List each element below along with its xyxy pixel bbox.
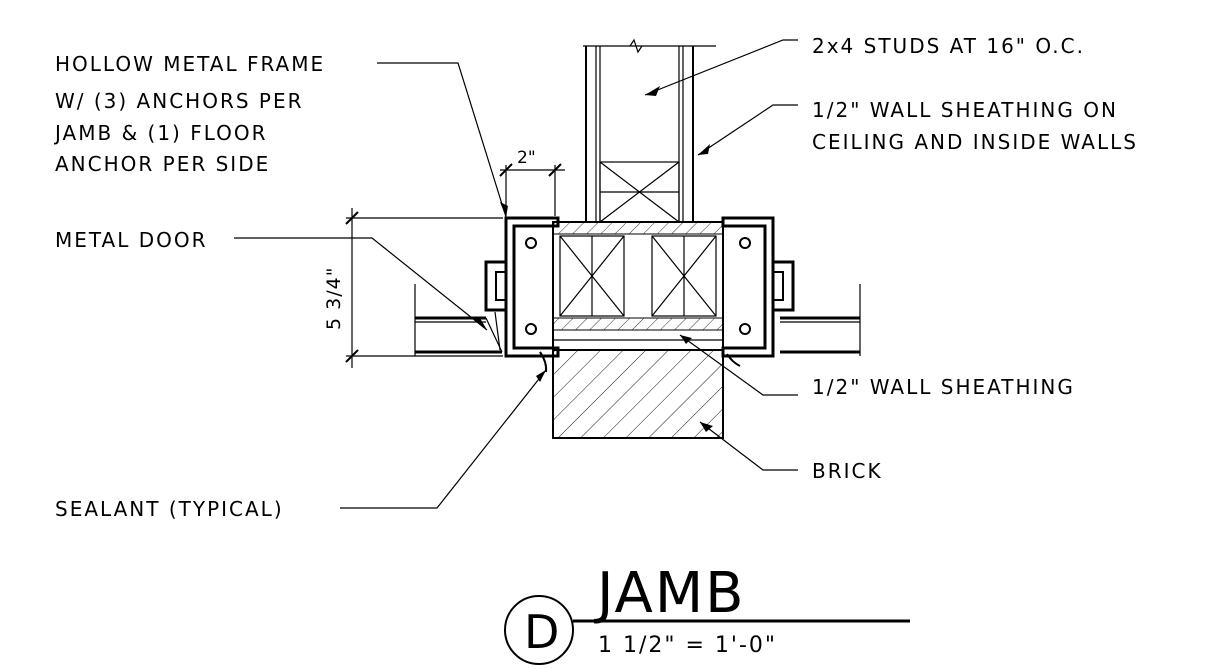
dimension-2in: 2" (499, 148, 565, 216)
brick-note: BRICK (812, 459, 883, 483)
detail-title-block: D JAMB 1 1/2" = 1'-0" (504, 561, 910, 665)
detail-title: JAMB (594, 561, 746, 626)
detail-letter: D (524, 605, 559, 659)
wall-core (552, 221, 724, 351)
wall-sheathing-note: 1/2" WALL SHEATHING (812, 375, 1075, 399)
detail-bubble (504, 595, 574, 665)
metal-door-right (780, 284, 861, 356)
sheathing-note-line2: CEILING AND INSIDE WALLS (812, 130, 1138, 154)
left-hollow-metal-frame (484, 216, 560, 373)
sheathing-note-line1: 1/2" WALL SHEATHING ON (812, 98, 1118, 122)
dimension-frame-width: 2" (517, 148, 536, 168)
anchor-icon (739, 323, 751, 335)
studs-note: 2x4 STUDS AT 16" O.C. (812, 34, 1085, 58)
frame-note-line2: W/ (3) ANCHORS PER (55, 89, 304, 113)
sealant-note: SEALANT (TYPICAL) (55, 497, 284, 521)
dimension-5-3-4in: 5 3/4" (323, 208, 503, 368)
metal-door-note: METAL DOOR (55, 228, 208, 252)
frame-note-line4: ANCHOR PER SIDE (55, 152, 270, 176)
frame-note-line3: JAMB & (1) FLOOR (53, 121, 268, 145)
brick (552, 349, 724, 439)
detail-scale: 1 1/2" = 1'-0" (598, 633, 777, 658)
leaders (234, 39, 798, 509)
dimension-frame-depth: 5 3/4" (323, 267, 345, 330)
anchor-icon (739, 237, 751, 249)
metal-door-left (414, 284, 503, 356)
frame-note-line1: HOLLOW METAL FRAME (55, 52, 325, 76)
upper-wall (583, 38, 716, 223)
anchor-icon (525, 323, 537, 335)
anchor-icon (525, 237, 537, 249)
right-hollow-metal-frame (721, 216, 795, 367)
